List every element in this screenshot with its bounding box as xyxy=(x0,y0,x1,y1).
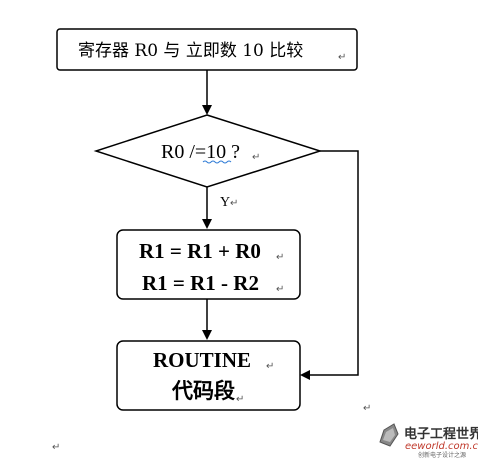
watermark-sub-text: 创新电子设计之源 xyxy=(418,451,466,459)
start-box-label: 寄存器 R0 与 立即数 10 比较 xyxy=(78,41,303,61)
paragraph-mark: ↵ xyxy=(236,394,244,405)
paragraph-mark: ↵ xyxy=(276,252,284,263)
routine-box: ROUTINE ↵ 代码段 ↵ xyxy=(116,340,301,411)
decision-diamond: R0 /=10 ? ↵ xyxy=(93,114,323,188)
yes-label: Y xyxy=(220,195,230,210)
paragraph-mark: ↵ xyxy=(52,442,60,453)
watermark-en-text: eeworld.com.cn xyxy=(405,441,478,452)
paragraph-mark: ↵ xyxy=(363,403,371,414)
watermark-logo: 电子工程世界 eeworld.com.cn 创新电子设计之源 xyxy=(379,423,478,459)
arrow-decision-to-routine xyxy=(300,150,359,380)
compute-line-2: R1 = R1 - R2 xyxy=(142,271,259,295)
paragraph-mark: ↵ xyxy=(338,52,346,63)
paragraph-mark: ↵ xyxy=(230,198,238,209)
routine-line-2: 代码段 xyxy=(171,379,235,403)
start-box: 寄存器 R0 与 立即数 10 比较 ↵ xyxy=(56,28,358,71)
routine-line-1: ROUTINE xyxy=(153,348,251,372)
watermark-cn-text: 电子工程世界 xyxy=(404,426,478,442)
paragraph-mark: ↵ xyxy=(276,284,284,295)
compute-box: R1 = R1 + R0 ↵ R1 = R1 - R2 ↵ xyxy=(116,229,301,300)
paragraph-mark: ↵ xyxy=(266,361,274,372)
decision-label: R0 /=10 ? xyxy=(161,141,240,163)
paragraph-mark: ↵ xyxy=(252,152,260,163)
watermark-emblem-icon xyxy=(379,423,399,447)
spellcheck-underline xyxy=(202,160,232,164)
compute-line-1: R1 = R1 + R0 xyxy=(139,239,261,263)
